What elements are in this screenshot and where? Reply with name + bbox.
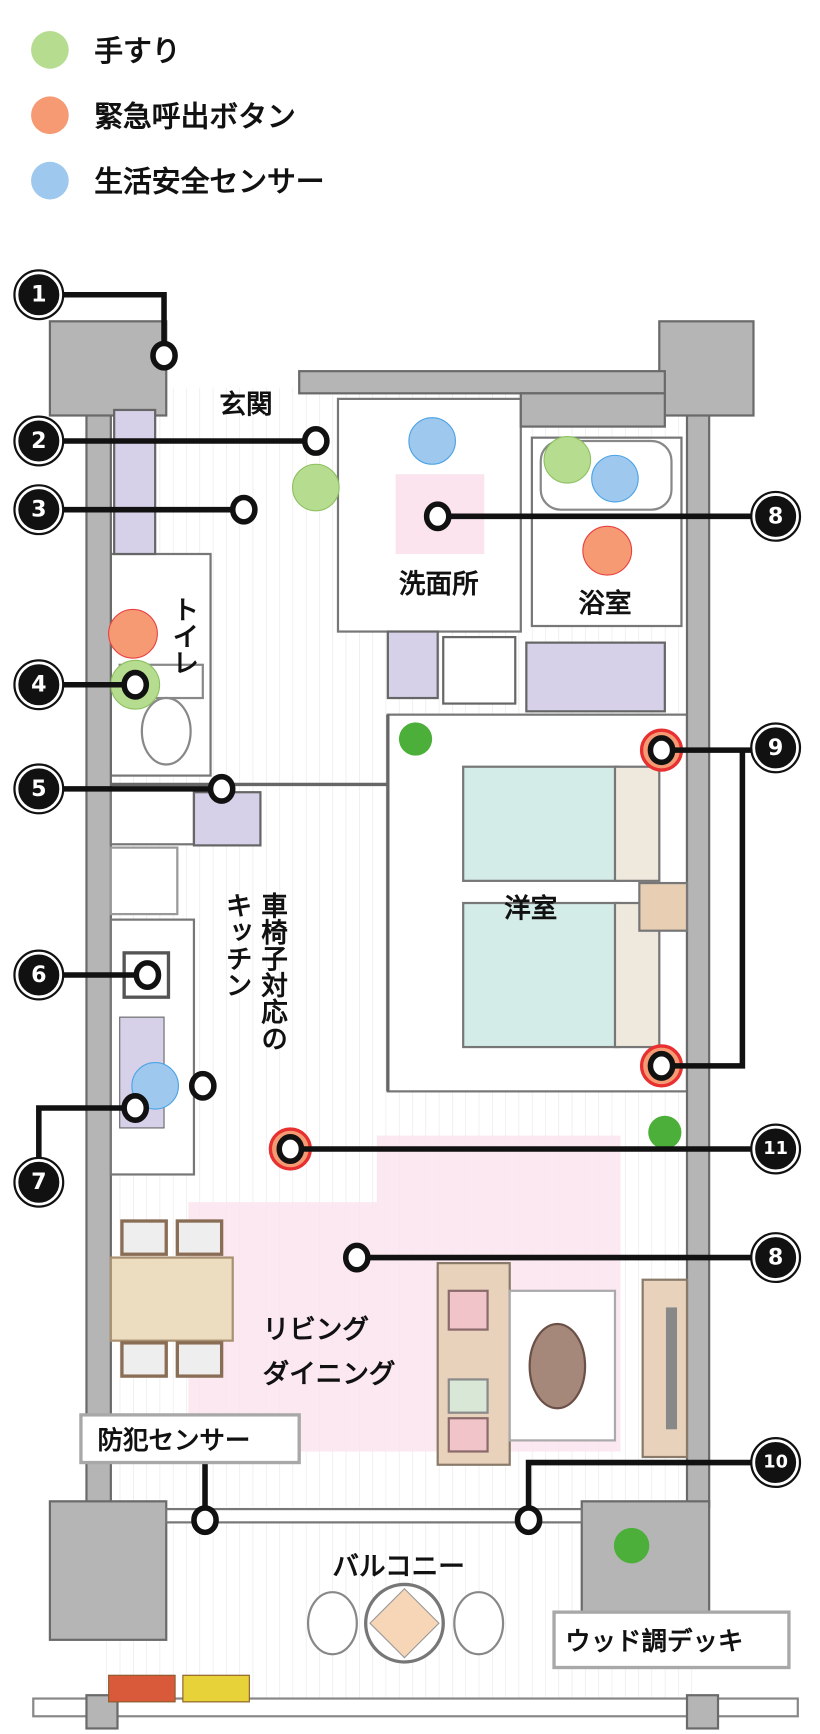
svg-text:9: 9 — [768, 735, 783, 761]
closet — [113, 408, 157, 556]
marker-2: 2 — [13, 415, 65, 467]
plant-icon — [648, 1115, 682, 1149]
walls — [32, 320, 799, 1730]
marker-9: 9 — [750, 722, 802, 774]
room-label-bedroom: 洋室 — [504, 893, 557, 924]
marker-7: 7 — [13, 1156, 65, 1208]
svg-text:4: 4 — [31, 672, 46, 698]
plant-icon — [613, 1527, 650, 1564]
legend-emergency-button: 緊急呼出ボタン — [94, 99, 296, 133]
bed — [462, 901, 620, 1049]
emergency-button-icon — [108, 608, 158, 659]
leader-lines — [36, 291, 776, 1518]
svg-text:8: 8 — [768, 1245, 783, 1271]
svg-text:6: 6 — [31, 962, 46, 988]
emergency-button-icon — [582, 525, 633, 576]
leader-endpoints — [121, 340, 676, 1536]
safety-sensor-icon — [591, 454, 639, 503]
room-label-entrance: 玄関 — [219, 389, 272, 420]
svg-text:8: 8 — [768, 503, 783, 529]
wood-deck-callout: ウッド調デッキ — [552, 1610, 791, 1670]
balcony-chair — [453, 1591, 505, 1656]
svg-text:1: 1 — [31, 282, 46, 308]
flower-bed — [108, 1674, 176, 1703]
marker-5: 5 — [13, 763, 65, 815]
room-label-toilet: トイレ — [167, 596, 198, 676]
marker-11: 11 — [750, 1123, 802, 1175]
room-label-bath: 浴室 — [578, 589, 631, 620]
tv-stand — [641, 1278, 689, 1459]
svg-text:10: 10 — [763, 1453, 788, 1473]
handrail-legend-icon — [31, 31, 69, 69]
handrail-icon — [291, 463, 340, 512]
emergency-button-legend-icon — [31, 96, 69, 135]
svg-text:11: 11 — [763, 1139, 788, 1159]
handrail-icon — [543, 435, 592, 484]
safety-sensor-legend-icon — [31, 161, 69, 200]
bed — [462, 765, 620, 882]
wood-deck-label: ウッド調デッキ — [565, 1627, 743, 1657]
marker-4: 4 — [13, 659, 65, 711]
flower-bed — [182, 1674, 250, 1703]
balcony-chair — [306, 1591, 358, 1656]
legend-handrail: 手すり — [94, 34, 180, 68]
security-sensor-callout: 防犯センサー — [79, 1413, 301, 1465]
room-label-balcony: バルコニー — [332, 1552, 464, 1583]
svg-text:5: 5 — [31, 776, 46, 802]
marker-6: 6 — [13, 949, 65, 1001]
room-label-living-1: リビング — [263, 1314, 370, 1345]
marker-3: 3 — [13, 484, 65, 536]
marker-8-living: 8 — [750, 1232, 802, 1284]
dining-table — [109, 1256, 234, 1342]
room-label-washroom: 洗面所 — [399, 569, 479, 600]
room-labels: 玄関 洗面所 浴室 トイレ 洋室 車椅子対応の キッチン リビング ダイニング … — [167, 389, 631, 1582]
safety-sensor-icon — [408, 417, 456, 465]
plant-icon — [398, 722, 433, 756]
markers: 1 2 3 4 5 6 7 8 9 11 8 10 — [13, 269, 802, 1489]
marker-1: 1 — [13, 269, 65, 321]
svg-text:2: 2 — [31, 428, 46, 454]
legend: 手すり 緊急呼出ボタン 生活安全センサー — [31, 31, 325, 200]
security-sensor-label: 防犯センサー — [98, 1426, 251, 1456]
svg-text:3: 3 — [31, 497, 46, 523]
nightstand — [638, 881, 689, 932]
marker-10: 10 — [750, 1437, 802, 1489]
room-label-kitchen-2: キッチン — [221, 892, 252, 998]
toilet-fixture — [140, 696, 192, 766]
room-label-living-2: ダイニング — [263, 1359, 396, 1390]
svg-text:7: 7 — [31, 1169, 46, 1195]
legend-safety-sensor: 生活安全センサー — [94, 165, 324, 199]
coffee-table — [528, 1322, 587, 1410]
marker-8-washroom: 8 — [750, 490, 802, 542]
room-label-kitchen-1: 車椅子対応の — [256, 892, 287, 1052]
